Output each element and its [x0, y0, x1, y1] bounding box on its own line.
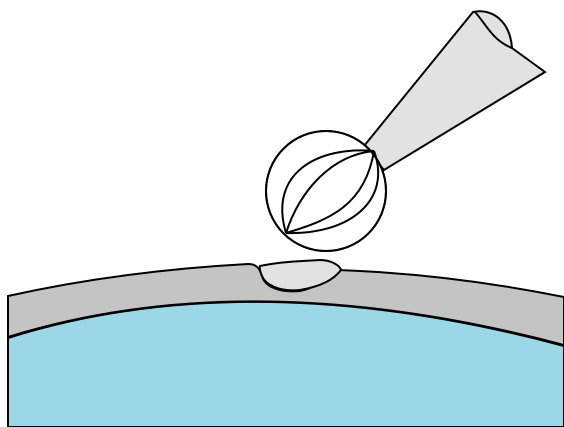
handle	[364, 11, 545, 170]
